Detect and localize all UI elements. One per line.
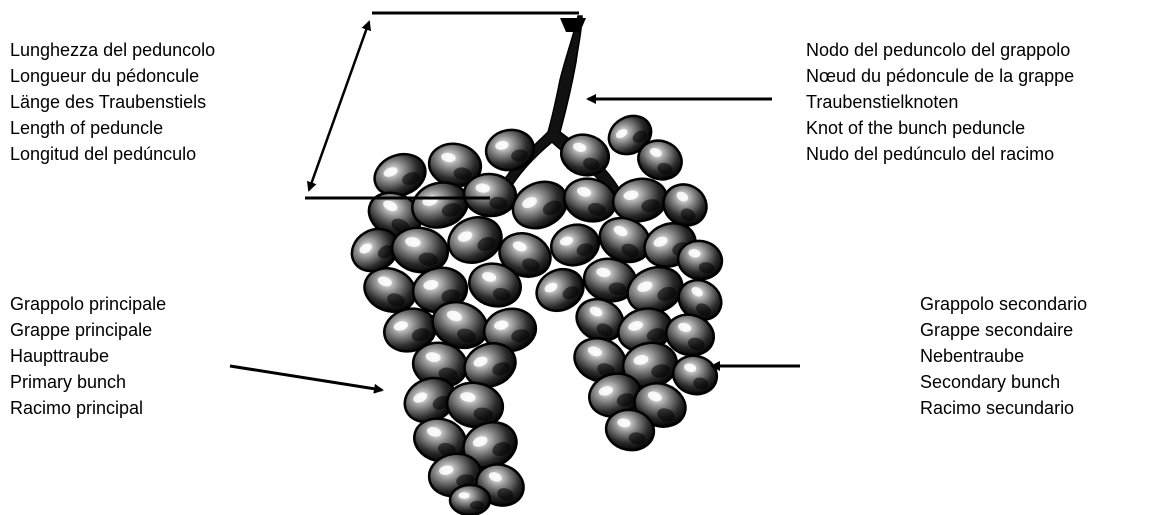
grape-berry [450, 485, 490, 515]
primary-bunch-arrow [230, 366, 382, 390]
grape-berry [483, 126, 537, 174]
grape-berries [344, 108, 728, 515]
